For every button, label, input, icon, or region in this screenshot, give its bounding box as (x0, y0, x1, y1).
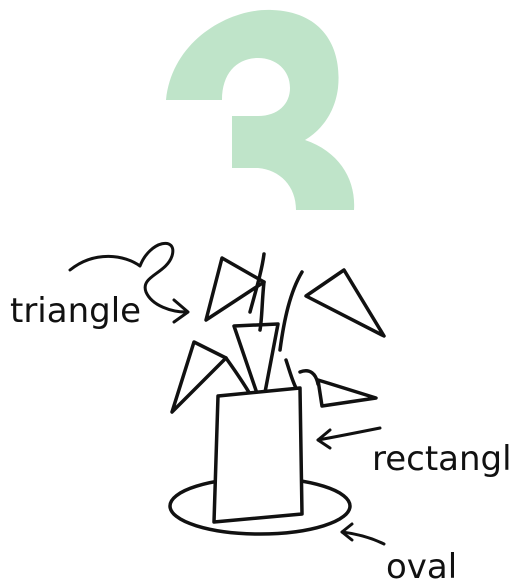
label-rectangle: rectangle (372, 439, 511, 479)
rectangle-pot (214, 388, 302, 522)
step-number-graphic: 3 (166, 10, 354, 210)
triangle-leaf-5 (318, 380, 376, 406)
label-oval: oval (386, 547, 457, 585)
arrow-oval (342, 524, 384, 544)
triangle-leaf-2 (306, 270, 384, 336)
label-triangle: triangle (10, 291, 141, 331)
step-number-shape (166, 10, 354, 210)
arrow-rectangle (318, 428, 380, 448)
